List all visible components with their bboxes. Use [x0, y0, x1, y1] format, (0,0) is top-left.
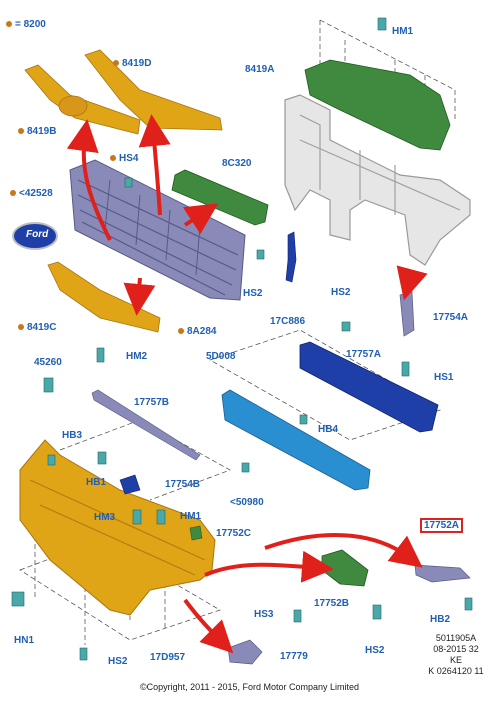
part-17754A [399, 291, 415, 337]
part-marker-dot-icon [113, 60, 119, 67]
reference-line-2: 08-2015 32 [433, 644, 479, 654]
label-8419D: 8419D [113, 58, 151, 69]
part-8A284-grille [69, 159, 246, 301]
label-8419B: 8419B [18, 126, 56, 137]
reference-line-4: K 0264120 11 [428, 666, 484, 676]
part-8419C [47, 261, 161, 333]
label-hm3: HM3 [94, 512, 116, 523]
ford-logo-text: Ford [26, 229, 49, 240]
part-17D957-bumper [19, 439, 216, 616]
label-hs2-bottom-left: HS2 [108, 656, 128, 667]
part-8419D [84, 49, 223, 131]
part-radiator-support [284, 94, 471, 266]
label-hb1: HB1 [86, 477, 107, 488]
fasteners [11, 17, 473, 661]
label-hb2: HB2 [430, 614, 451, 625]
label-hs1: HS1 [434, 372, 454, 383]
reference-line-3: KE [449, 655, 462, 665]
label-17754A: 17754A [433, 312, 469, 323]
label-8419C: 8419C [18, 322, 56, 333]
reference-line-1: 5011905A [435, 633, 477, 643]
part-17757B [91, 389, 201, 461]
part-17752A [414, 564, 471, 583]
label-8A284: 8A284 [178, 326, 216, 337]
label-hm1-top: HM1 [392, 26, 414, 37]
part-marker-dot-icon [18, 324, 24, 331]
part-17779 [227, 639, 263, 665]
part-8419A [304, 59, 451, 151]
part-marker-dot-icon [6, 21, 12, 28]
red-arrows [66, 114, 428, 654]
label-17757A: 17757A [346, 349, 382, 360]
label-hs2-bottom-right: HS2 [365, 645, 385, 656]
label-17779: 17779 [280, 651, 308, 662]
part-5D008 [221, 389, 371, 491]
label-17D957: 17D957 [150, 652, 186, 663]
label-8200: = 8200 [6, 19, 46, 30]
label-8C320: 8C320 [222, 158, 252, 169]
label-45260: 45260 [34, 357, 62, 368]
label-hs4: HS4 [110, 153, 138, 164]
label-hm2: HM2 [126, 351, 148, 362]
part-17752B [321, 549, 369, 587]
label-17752A-highlighted: 17752A [420, 518, 464, 533]
part-marker-dot-icon [18, 128, 24, 135]
label-hs2-left: HS2 [243, 288, 263, 299]
label-hs3: HS3 [254, 609, 274, 620]
part-17C886 [285, 231, 297, 283]
label-42528: <42528 [10, 188, 53, 199]
label-17754B: 17754B [165, 479, 201, 490]
part-17757A [299, 341, 439, 433]
reference-block: 5011905A 08-2015 32 KE K 0264120 11 [418, 633, 494, 677]
part-8C320 [171, 169, 269, 226]
label-17752B: 17752B [314, 598, 350, 609]
label-hs2-mid: HS2 [331, 287, 351, 298]
part-marker-dot-icon [10, 190, 16, 197]
copyright-notice: ©Copyright, 2011 - 2015, Ford Motor Comp… [139, 682, 360, 692]
label-50980: <50980 [230, 497, 264, 508]
label-hb4: HB4 [318, 424, 339, 435]
ford-logo-icon [12, 222, 58, 250]
label-5D008: 5D008 [206, 351, 236, 362]
label-hb3: HB3 [62, 430, 83, 441]
part-marker-dot-icon [110, 155, 116, 162]
part-marker-dot-icon [178, 328, 184, 335]
label-8419A: 8419A [245, 64, 275, 75]
label-17757B: 17757B [134, 397, 170, 408]
label-17752C: 17752C [216, 528, 252, 539]
label-hm1-low: HM1 [180, 511, 202, 522]
label-17C886: 17C886 [270, 316, 306, 327]
label-hn1: HN1 [14, 635, 35, 646]
